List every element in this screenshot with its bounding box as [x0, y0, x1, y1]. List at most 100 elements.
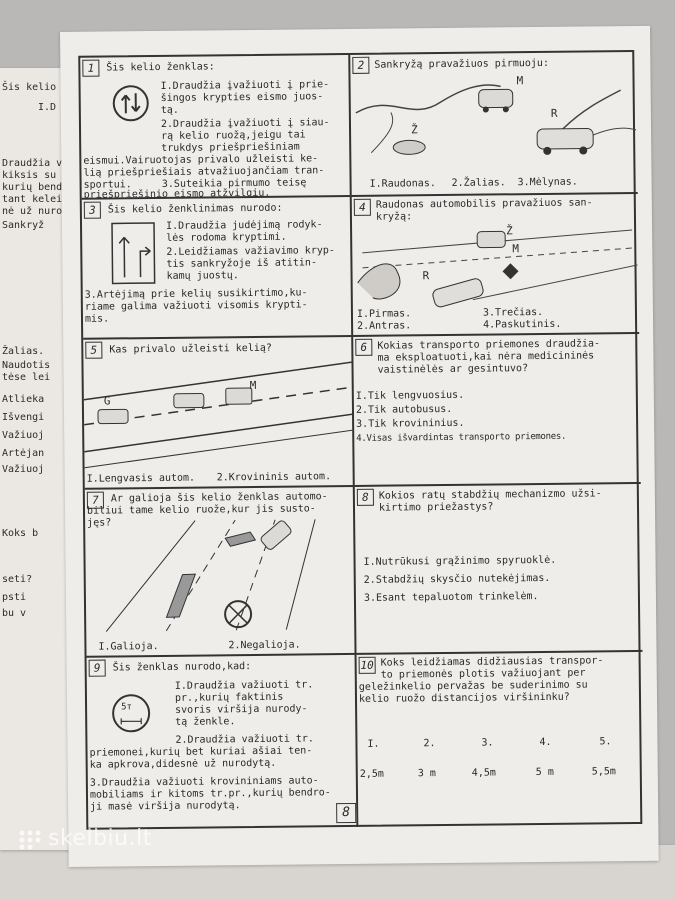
answer-option: I.Galioja. — [98, 641, 159, 653]
axle-load-sign-icon — [112, 694, 151, 733]
answer-option: 2.Negalioja. — [228, 639, 301, 652]
left-fragment: bu v — [2, 608, 27, 619]
watermark-logo-icon — [19, 830, 41, 850]
answer-option: 3.Trečias. — [482, 306, 544, 319]
left-fragment: kiksis su — [2, 170, 57, 181]
watermark-text: skelbiu.lt — [48, 826, 152, 851]
answer-line: I.Tik lengvuosius. — [355, 389, 465, 402]
left-fragment: seti? — [2, 574, 33, 585]
option-number: 3. — [481, 737, 494, 749]
answer-option: 4.Paskutinis. — [483, 318, 562, 331]
question-label-cont: kelio ruožo distancijos viršininku? — [358, 691, 570, 705]
question-label-cont: vaistinėlės ar gesintuvo? — [377, 363, 529, 376]
left-fragment: Išvengi — [2, 412, 45, 423]
answer-line: šingos krypties eismo juos- — [160, 91, 324, 104]
answer-line: 3.Esant tepaluotom trinkelėm. — [363, 591, 539, 604]
answer-line: 2.Stabdžių skysčio nutekėjimas. — [363, 572, 551, 586]
question-2: 2 Sankryžą pravažiuos pirmuoju: M Ž R I.… — [350, 51, 638, 197]
left-fragment: Atlieka — [2, 394, 45, 405]
answer-option: 3.Mėlynas. — [517, 176, 578, 189]
answer-line: svoris viršija nurody- — [175, 703, 308, 716]
answer-line: 2.Tik autobusus. — [355, 403, 453, 416]
question-label: Sankryžą pravažiuos pirmuoju: — [374, 57, 550, 71]
question-4: 4 Raudonas automobilis pravažiuos san- k… — [351, 193, 640, 337]
answer-option: 2.Antras. — [357, 320, 412, 332]
question-label: Šis ženklas nurodo,kad: — [112, 661, 252, 674]
option-number: I. — [367, 738, 380, 750]
answer-line: mis. — [84, 313, 110, 325]
answer-line: ka apkrova,didesnė už nurodytą. — [89, 757, 277, 771]
lane-marking-sign-icon — [111, 222, 156, 285]
option-value: 2,5m — [359, 768, 384, 780]
answer-option: I.Pirmas. — [356, 308, 412, 320]
answer-line: I.Nutrūkusi grąžinimo spyruoklė. — [363, 554, 557, 568]
page-number: 8 — [336, 802, 357, 824]
answer-line: I.Draudžia judėjimą rodyk- — [165, 219, 323, 232]
answer-option: I.Raudonas. — [369, 178, 436, 190]
question-7: 7 Ar galioja šis kelio ženklas automo- b… — [84, 486, 357, 658]
question-number: 8 — [356, 488, 374, 506]
answer-line: 4.Visas išvardintas transporto priemones… — [356, 431, 567, 444]
left-fragment: psti — [2, 592, 27, 603]
question-number: 1 — [82, 59, 100, 77]
answer-line: kamų juostų. — [166, 270, 239, 282]
car-mark-g: G — [103, 394, 111, 408]
left-fragment: I.D — [38, 102, 57, 113]
answer-line: I.Draudžia važiuoti tr. — [174, 679, 314, 692]
car-mark-m: M — [512, 242, 519, 256]
left-fragment: Žalias. — [2, 346, 45, 357]
car-mark-r: R — [422, 269, 430, 283]
option-value: 4,5m — [471, 767, 496, 779]
question-label: Kas privalo užleisti kelią? — [109, 342, 272, 356]
question-3: 3 Šis kelio ženklinimas nurodo: I.Draudž… — [81, 196, 354, 340]
answer-line: ji masė viršija nurodytą. — [90, 800, 241, 813]
question-6: 6 Kokias transporto priemones draudžia- … — [353, 333, 641, 487]
answer-line: riame galima važiuoti visomis krypti- — [84, 299, 308, 313]
left-fragment: Koks b — [2, 528, 39, 539]
road-illustration — [83, 361, 355, 469]
answer-line: tą ženkle. — [175, 716, 236, 728]
question-number: 9 — [88, 659, 106, 677]
intersection-illustration — [357, 229, 638, 308]
option-value: 5 m — [535, 766, 554, 779]
answer-line: tą. — [160, 104, 179, 116]
question-label-cont: kirtimo priežastys? — [378, 501, 494, 514]
option-value: 3 m — [417, 768, 436, 780]
question-8: 8 Kokios ratų stabdžių mechanizmo užsi- … — [354, 483, 643, 655]
sign-text: 5т — [121, 702, 132, 713]
car-mark-m: M — [516, 74, 524, 88]
exam-sheet: 1 Šis kelio ženklas: I.Draudžia įvažiuot… — [60, 25, 659, 867]
question-label: Raudonas automobilis pravažiuos san- — [375, 197, 593, 211]
car-mark-z: Ž — [410, 123, 418, 137]
option-number: 2. — [423, 738, 436, 750]
left-fragment: tėse lei — [2, 372, 51, 383]
left-fragment: tant kelei — [2, 194, 63, 205]
option-number: 4. — [539, 736, 552, 749]
car-mark-z: Ž — [506, 224, 513, 238]
question-number: 3 — [83, 201, 101, 219]
left-fragment: nė už nuro — [2, 206, 63, 217]
left-fragment: Šis kelio — [2, 82, 57, 93]
left-fragment: Artėjan — [2, 448, 45, 459]
question-label: Šis kelio ženklinimas nurodo: — [107, 202, 283, 216]
intersection-illustration — [355, 84, 637, 155]
left-fragment: Draudžia v — [2, 158, 63, 169]
road-illustration — [105, 519, 316, 632]
left-fragment: Naudotis — [2, 360, 51, 371]
question-number: 2 — [352, 56, 370, 74]
question-number: 4 — [353, 198, 371, 216]
left-fragment: kurių bend — [2, 182, 63, 193]
question-5: 5 Kas privalo užleisti kelią? G M I.Leng… — [83, 336, 355, 490]
question-10: 10 Koks leidžiamas didžiausias transpor-… — [357, 652, 645, 827]
no-entry-priority-sign-icon — [112, 85, 149, 122]
answer-line: tis sankryžoje iš atitin- — [166, 257, 318, 270]
question-number: 5 — [85, 341, 103, 359]
question-1: 1 Šis kelio ženklas: I.Draudžia įvažiuot… — [80, 54, 352, 200]
answer-option: 2.Krovininis autom. — [216, 471, 332, 484]
car-mark-r: R — [550, 106, 558, 120]
option-value: 5,5m — [591, 766, 616, 778]
question-number: 6 — [355, 338, 373, 356]
left-fragment: Važiuoj — [2, 430, 45, 441]
question-label-cont: ma eksploatuoti,kai nėra medicininės — [377, 350, 595, 364]
answer-line: 3.Tik krovininius. — [356, 417, 465, 430]
